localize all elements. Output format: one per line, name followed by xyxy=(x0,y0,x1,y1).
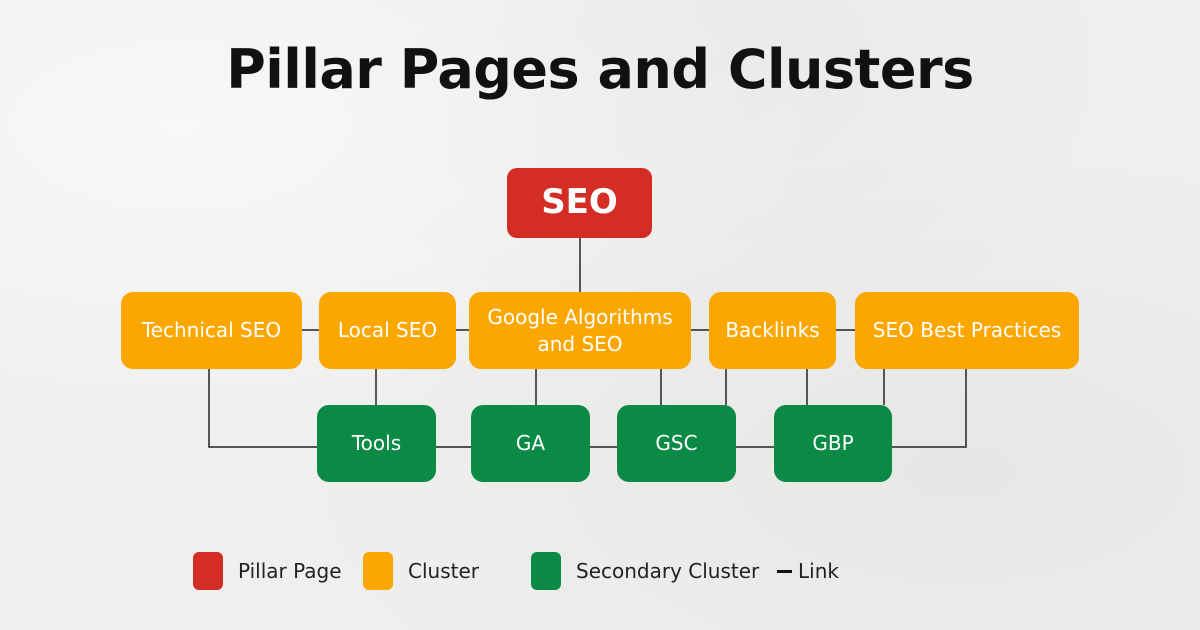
cluster-node-label: Technical SEO xyxy=(141,318,282,342)
secondary-node-gsc: GSC xyxy=(617,405,736,482)
legend-swatch-pillar xyxy=(193,552,223,590)
cluster-node-label: Backlinks xyxy=(725,318,820,342)
secondary-node-label: GSC xyxy=(655,431,698,455)
pillar-node-seo: SEO xyxy=(507,168,652,238)
legend-label-link: Link xyxy=(798,559,839,583)
cluster-node-label: Google Algorithms and SEO xyxy=(487,304,673,356)
cluster-node-technical-seo: Technical SEO xyxy=(121,292,302,369)
page-title: Pillar Pages and Clusters xyxy=(226,38,974,101)
secondary-node-tools: Tools xyxy=(317,405,436,482)
legend-swatch-secondary xyxy=(531,552,561,590)
cluster-node-label: Local SEO xyxy=(337,318,438,342)
pillar-node-label: SEO xyxy=(541,182,618,223)
legend-item-link: Link xyxy=(777,552,839,590)
link-technical-to-tools xyxy=(208,368,317,448)
legend-link-line xyxy=(777,569,792,573)
secondary-node-label: GA xyxy=(515,431,546,455)
legend-label-cluster: Cluster xyxy=(408,559,479,583)
secondary-node-gbp: GBP xyxy=(774,405,892,482)
legend-item-cluster: Cluster xyxy=(363,552,479,590)
legend-item-pillar: Pillar Page xyxy=(193,552,342,590)
legend-swatch-cluster xyxy=(363,552,393,590)
cluster-node-backlinks: Backlinks xyxy=(709,292,836,369)
cluster-node-label: SEO Best Practices xyxy=(872,318,1062,342)
link-bestpractices-to-gbp-right xyxy=(891,368,967,448)
secondary-node-ga: GA xyxy=(471,405,590,482)
legend-label-secondary: Secondary Cluster xyxy=(576,559,760,583)
cluster-node-google-algorithms: Google Algorithms and SEO xyxy=(469,292,691,369)
legend-label-pillar: Pillar Page xyxy=(238,559,342,583)
secondary-node-label: Tools xyxy=(351,431,402,455)
secondary-node-label: GBP xyxy=(812,431,854,455)
cluster-node-seo-best-practices: SEO Best Practices xyxy=(855,292,1079,369)
cluster-node-local-seo: Local SEO xyxy=(319,292,456,369)
legend-item-secondary: Secondary Cluster xyxy=(531,552,759,590)
